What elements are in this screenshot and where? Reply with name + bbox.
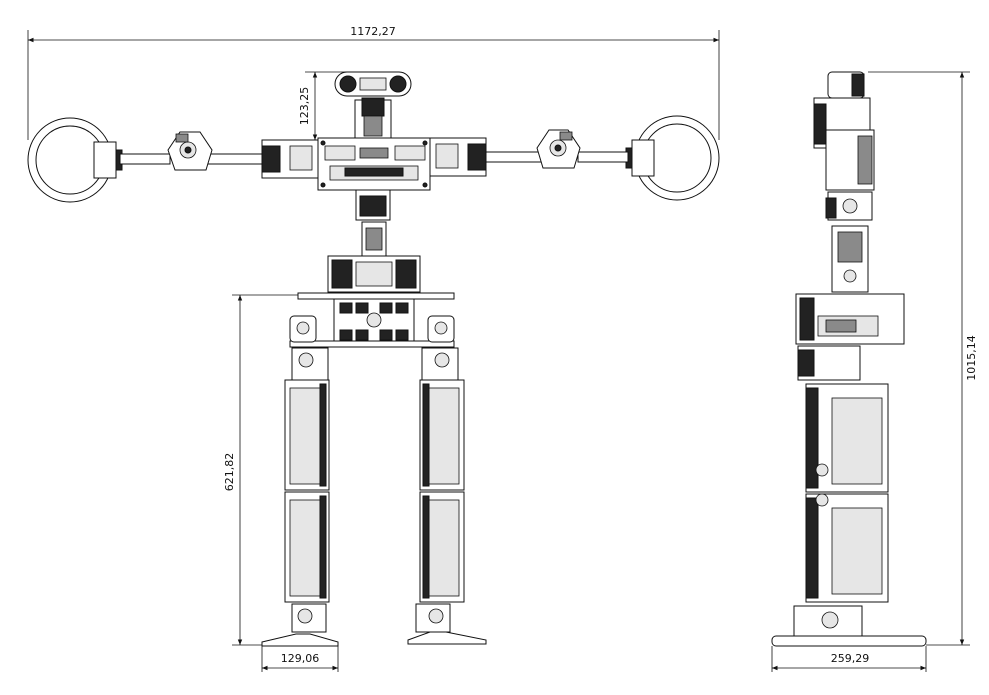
dim-label-leg-height: 621,82 <box>223 453 236 492</box>
hip-plate <box>289 292 455 348</box>
dim-label-total-height: 1015,14 <box>965 335 978 381</box>
right-leg <box>407 315 487 645</box>
dim-foot-width: 129,06 <box>261 646 339 672</box>
side-view: 1015,14 259,29 <box>771 71 978 672</box>
dim-label-head-height: 123,25 <box>298 87 311 126</box>
head <box>334 71 412 139</box>
front-view: 1172,27 123,25 <box>27 25 720 672</box>
right-hand-ring <box>625 115 720 201</box>
dim-total-height: 1015,14 <box>868 71 978 646</box>
left-leg <box>261 315 339 647</box>
waist <box>327 189 421 293</box>
dim-label-overall-width: 1172,27 <box>350 25 396 38</box>
dim-overall-width: 1172,27 <box>27 25 720 140</box>
torso <box>317 137 431 191</box>
left-hand-ring <box>27 117 123 203</box>
dim-label-side-depth: 259,29 <box>831 652 870 665</box>
dim-side-depth: 259,29 <box>771 646 927 672</box>
dim-leg-height: 621,82 <box>223 294 298 646</box>
right-shoulder-servo <box>429 137 487 177</box>
left-shoulder-servo <box>261 139 319 179</box>
left-elbow-servo <box>167 131 213 171</box>
right-elbow-servo <box>536 129 581 169</box>
dim-label-foot-width: 129,06 <box>281 652 320 665</box>
